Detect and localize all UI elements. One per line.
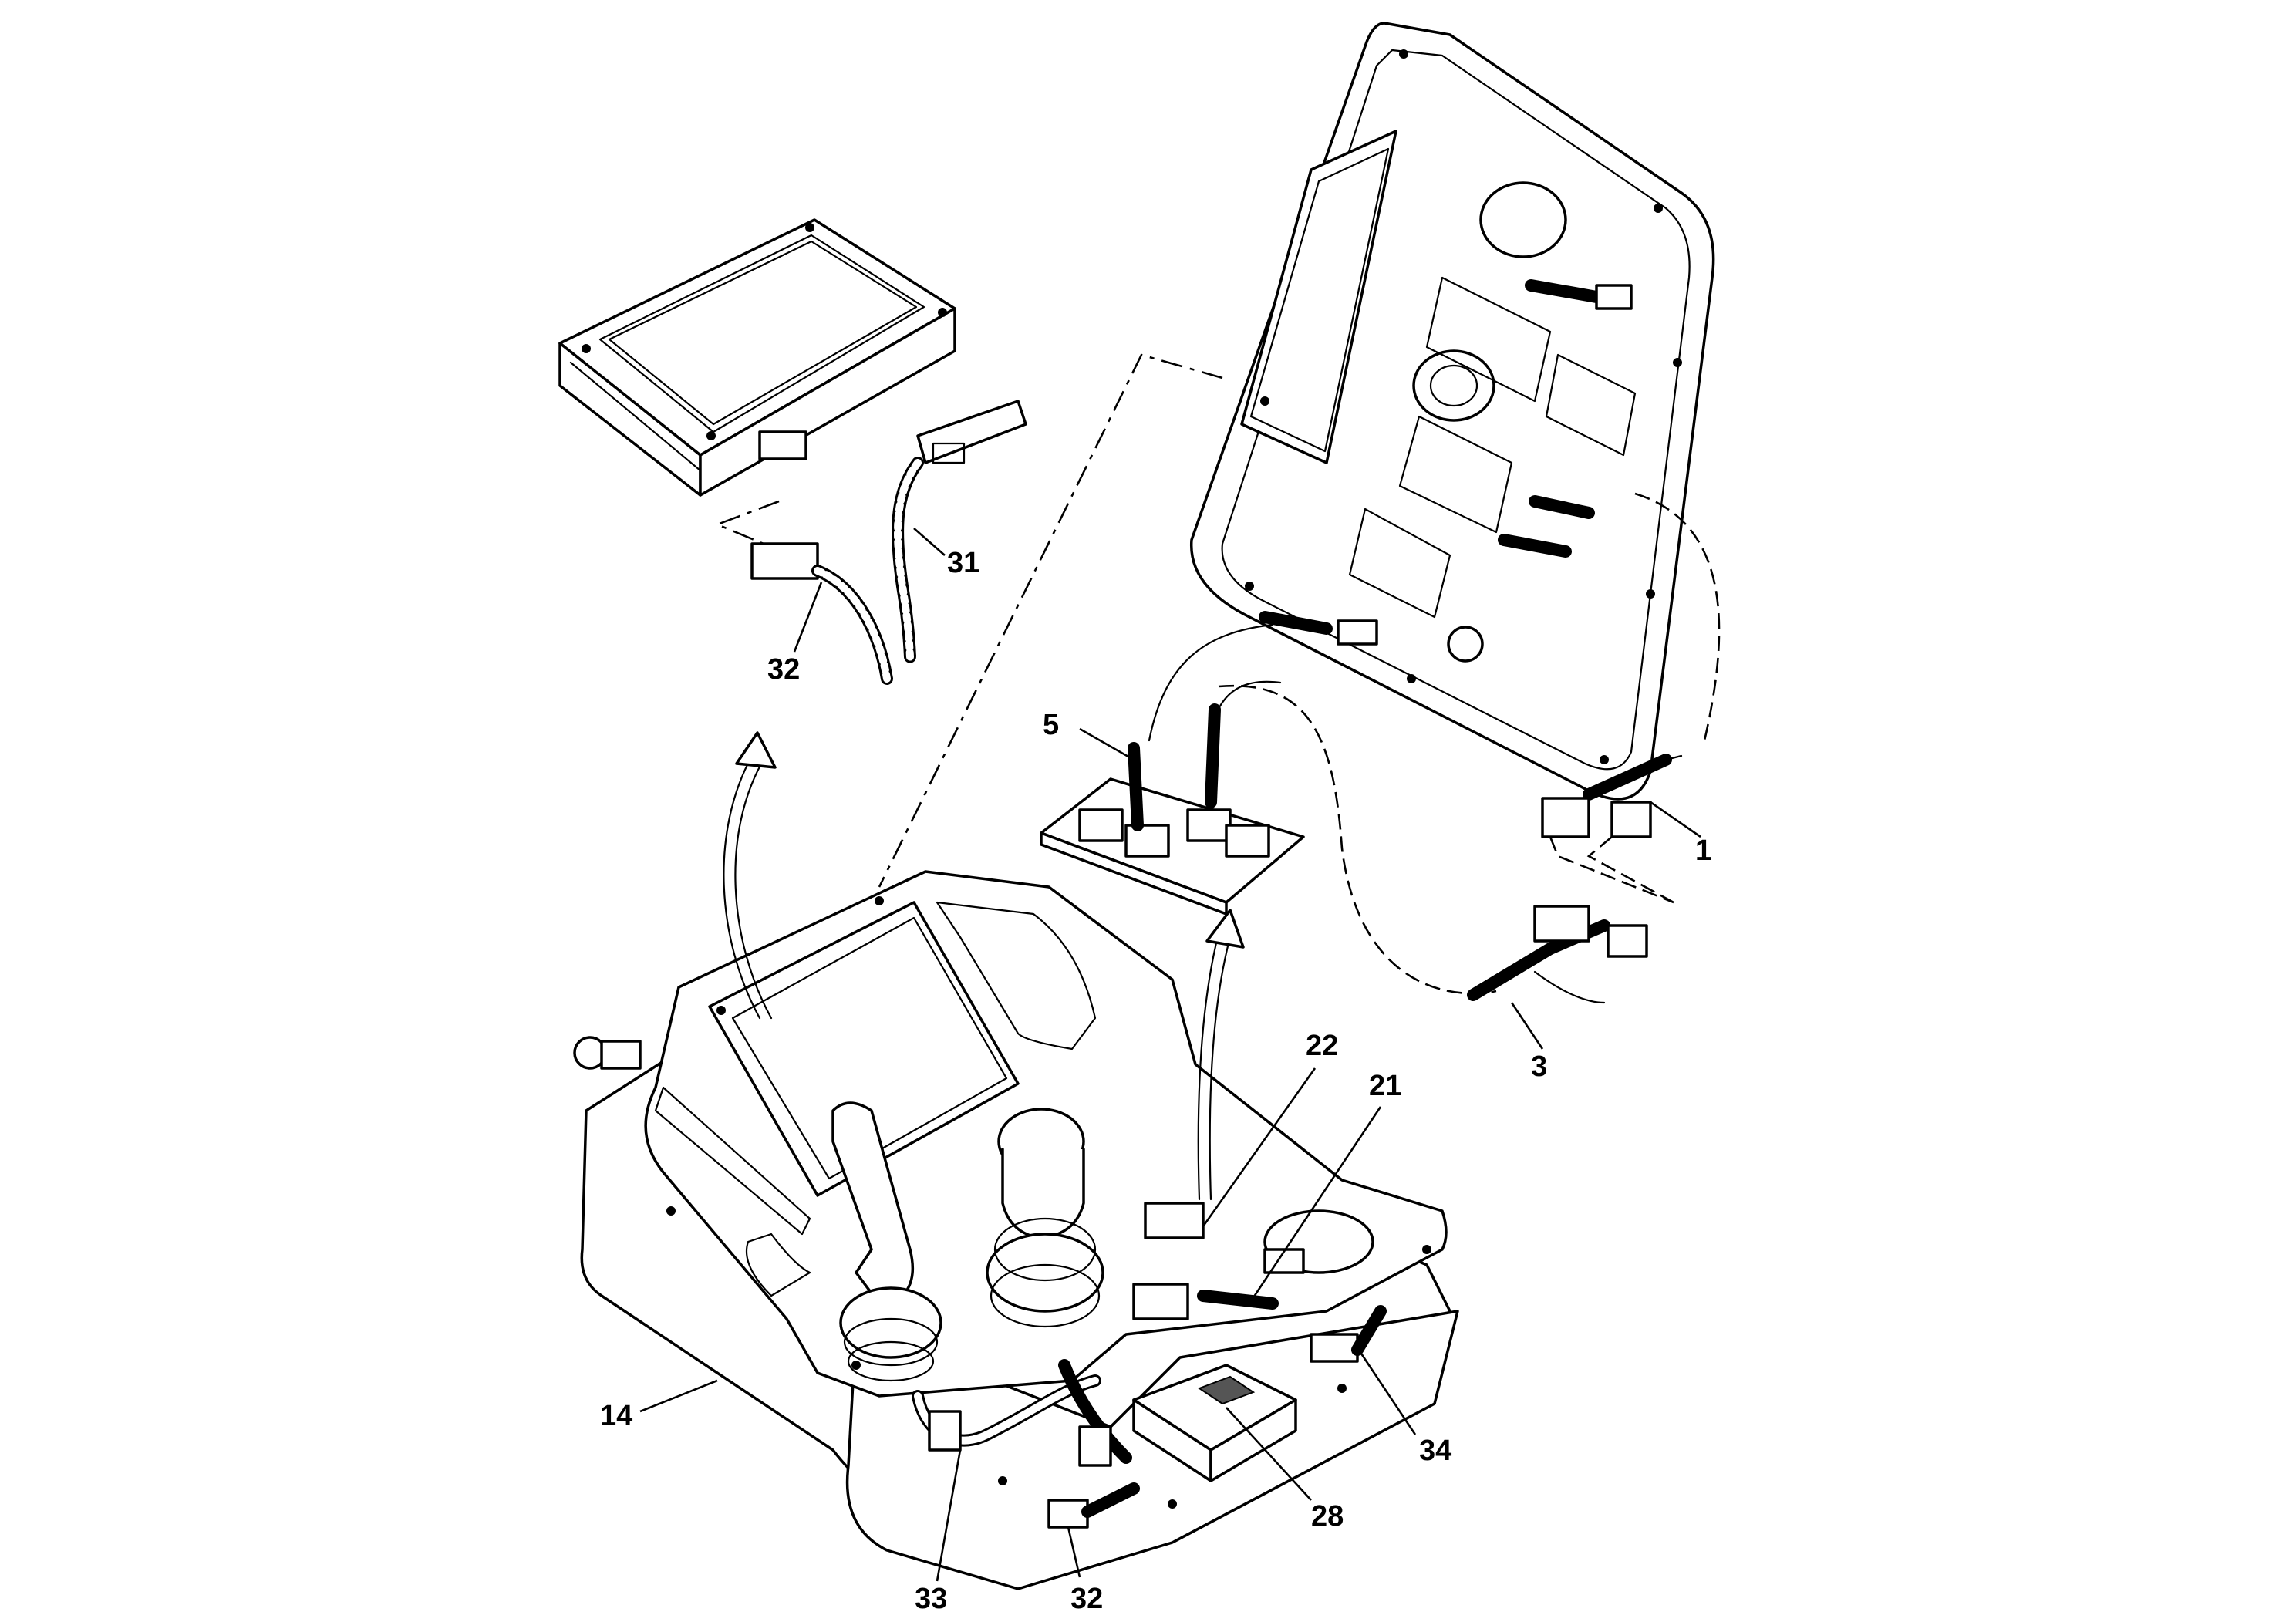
callout-31: 31: [947, 547, 979, 579]
callout-1: 1: [1695, 835, 1711, 867]
leader-21: [1248, 1106, 1382, 1304]
leader-3: [1510, 1002, 1544, 1050]
callout-5: 5: [1043, 709, 1059, 741]
callout-34: 34: [1419, 1435, 1451, 1467]
callout-33: 33: [915, 1583, 947, 1615]
callout-32-top: 32: [767, 653, 800, 686]
callout-3: 3: [1531, 1050, 1547, 1083]
harness-1: [1541, 754, 1683, 838]
console-base: [573, 870, 1459, 1590]
arrow-up-left: [723, 731, 777, 1020]
leader-1: [1650, 801, 1701, 838]
leader-22: [1202, 1067, 1317, 1227]
dash-panel-to-console: [878, 353, 1223, 888]
leader-33: [936, 1449, 962, 1582]
leader-5: [1079, 727, 1135, 761]
leader-32-bottom: [1067, 1526, 1081, 1578]
dash-harness-3: [1218, 684, 1497, 995]
leader-14: [639, 1379, 718, 1413]
callout-28: 28: [1311, 1500, 1344, 1533]
callout-22: 22: [1306, 1030, 1338, 1062]
connector-block-5: [1040, 623, 1305, 916]
leader-31: [913, 528, 946, 556]
callout-32-bottom: 32: [1070, 1583, 1103, 1615]
instrument-panel: [1190, 22, 1715, 801]
callout-21: 21: [1369, 1070, 1401, 1102]
dash-1-to-3: [1549, 836, 1674, 904]
dash-connect-32: [714, 500, 780, 545]
leader-34: [1360, 1353, 1417, 1435]
harness-32-top: [750, 542, 893, 685]
arrow-up-right: [1197, 909, 1245, 1201]
display-monitor-module: [558, 218, 1027, 497]
leader-28: [1226, 1407, 1312, 1501]
leader-32-top: [793, 582, 823, 653]
harness-3: [1467, 905, 1648, 1004]
harness-31: [892, 457, 924, 663]
callout-14: 14: [600, 1400, 632, 1432]
